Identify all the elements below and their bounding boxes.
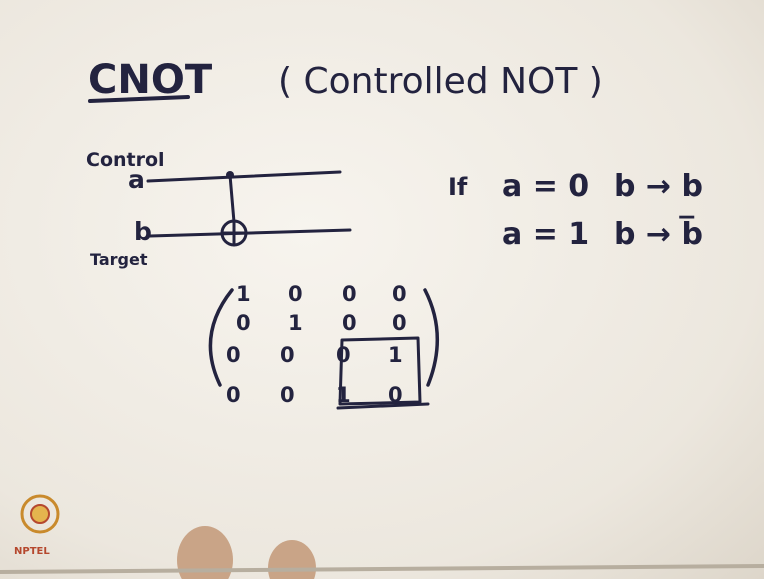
- matrix-underline: [336, 402, 430, 410]
- matrix-cell-r1c1: 1: [236, 282, 251, 306]
- if-word: If: [448, 173, 468, 201]
- matrix-cell-r4c4: 0: [388, 383, 403, 407]
- control-var: a: [128, 165, 145, 194]
- rule-2-result: b → b̅: [614, 216, 703, 252]
- matrix-not-block-box: [338, 336, 422, 406]
- matrix-cell-r3c4: 1: [388, 343, 403, 367]
- matrix-right-paren: [423, 288, 440, 387]
- logo-ring: [20, 494, 60, 534]
- presenter-finger-right: [268, 540, 316, 579]
- matrix-cell-r3c1: 0: [226, 343, 241, 367]
- rule-2-condition: a = 1: [502, 217, 589, 252]
- presenter-finger-left: [177, 526, 233, 579]
- subtitle-text: ( Controlled NOT ): [278, 61, 603, 102]
- nptel-logo: NPTEL: [14, 494, 60, 557]
- target-var: b: [134, 217, 152, 246]
- board-bottom-edge: [0, 564, 764, 574]
- target-label: Target: [90, 250, 148, 269]
- rule-1-result: b → b: [614, 169, 703, 204]
- matrix-cell-r2c4: 0: [392, 311, 407, 335]
- title-underline: [88, 95, 190, 103]
- matrix-cell-r1c2: 0: [288, 282, 303, 306]
- rule-1-condition: a = 0: [502, 169, 589, 204]
- matrix-cell-r3c2: 0: [280, 343, 295, 367]
- matrix-cell-r1c3: 0: [342, 282, 357, 306]
- xor-cross: [220, 219, 248, 247]
- control-label: Control: [86, 149, 165, 171]
- matrix-cell-r4c1: 0: [226, 383, 241, 407]
- logo-core: [30, 504, 50, 524]
- matrix-cell-r2c3: 0: [342, 311, 357, 335]
- control-link: [228, 173, 236, 224]
- title-text: CNOT: [88, 57, 213, 103]
- target-wire: [148, 228, 352, 238]
- logo-caption: NPTEL: [14, 546, 50, 557]
- matrix-left-paren: [208, 288, 234, 387]
- matrix-cell-r1c4: 0: [392, 282, 407, 306]
- control-wire: [146, 170, 342, 183]
- matrix-cell-r2c1: 0: [236, 311, 251, 335]
- matrix-cell-r4c2: 0: [280, 383, 295, 407]
- matrix-cell-r2c2: 1: [288, 311, 303, 335]
- matrix-cell-r3c3: 0: [336, 343, 351, 367]
